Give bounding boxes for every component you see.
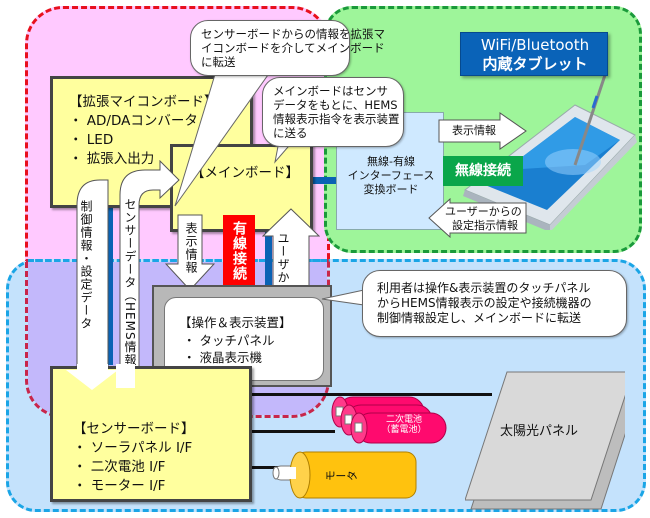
solar-panel-label: 太陽光パネル <box>500 424 579 439</box>
expansion-board-item: ・ LED <box>69 132 114 148</box>
battery-label-line2: （蓄電池） <box>381 425 427 435</box>
callout-right-line: 制御情報設定し、メインボードに転送 <box>377 311 582 325</box>
battery-icon <box>331 396 447 444</box>
sensor-data-arrow <box>119 160 180 389</box>
tablet-title: WiFi/Bluetooth 内蔵タブレット <box>460 32 608 76</box>
user-settings-left-label: 設定指示情報 <box>452 219 518 232</box>
callout-middle-line: メインボードはセンサ <box>273 84 388 98</box>
battery-label: 二次電池 （蓄電池） <box>374 415 434 435</box>
callout-middle-line: に送る <box>273 126 308 140</box>
wire-solar <box>250 393 492 396</box>
arrowheads-overlay <box>66 364 135 390</box>
motor-label: モータ <box>324 469 358 483</box>
main-board-title: 【メインボード】 <box>191 165 299 181</box>
callout-top-line: に転送 <box>201 55 236 69</box>
callout-middle-line: 情報表示指令を表示装置 <box>273 112 400 126</box>
interface-board-line: インターフェース <box>347 169 435 182</box>
callout-right: 利用者は操作&表示装置のタッチパネル からHEMS情報表示の設定や接続機器の 制… <box>362 270 627 337</box>
interface-board-line: 変換ボード <box>363 183 419 196</box>
callout-right-line: 利用者は操作&表示装置のタッチパネル <box>377 281 591 295</box>
sensor-board-title: 【センサーボード】 <box>73 421 195 437</box>
motor-icon <box>272 451 417 499</box>
sensor-data-label: センサーデータ（HEMS情報） <box>123 198 137 380</box>
tablet-title-line1: WiFi/Bluetooth <box>480 36 590 54</box>
display-info-down-label: 表示情報 <box>184 222 198 274</box>
callout-top-line: センサーボードからの情報を拡張マ <box>201 27 385 41</box>
tablet-title-line2: 内蔵タブレット <box>482 55 588 73</box>
callout-right-line: からHEMS情報表示の設定や接続機器の <box>377 296 592 310</box>
wire-control <box>106 205 113 365</box>
wire-battery <box>250 430 335 433</box>
wire-display <box>265 232 272 287</box>
display-info-down-arrow <box>165 214 215 291</box>
wire-motor <box>250 466 290 469</box>
interface-board-line: 無線-有線 <box>367 155 415 168</box>
wired-badge: 有線接続 <box>223 215 255 285</box>
wire-interface <box>310 177 342 184</box>
sensor-board-item: ・ ソーラパネル I/F <box>73 440 193 456</box>
expansion-board-title: 【拡張マイコンボード】 <box>69 94 218 110</box>
display-info-right-label: 表示情報 <box>452 124 496 137</box>
sensor-board-item: ・ モーター I/F <box>73 478 166 494</box>
callout-middle-line: データをもとに、HEMS <box>273 98 398 112</box>
sensor-board-item: ・ 二次電池 I/F <box>73 459 166 475</box>
solar-panel-icon <box>465 371 625 510</box>
expansion-board-item: ・ 拡張入出力 <box>69 151 155 167</box>
display-unit-item: ・ タッチパネル <box>183 333 275 348</box>
display-info-right-arrow <box>438 112 527 150</box>
wireless-badge: 無線接続 <box>443 156 523 186</box>
display-unit-item: ・ 液晶表示機 <box>183 350 262 365</box>
callout-top-line: イコンボードを介してメインボード <box>201 41 385 55</box>
sensor-board: 【センサーボード】 ・ ソーラパネル I/F ・ 二次電池 I/F ・ モーター… <box>50 366 252 502</box>
display-unit-title: 【操作＆表示装置】 <box>179 315 292 330</box>
callout-middle: メインボードはセンサ データをもとに、HEMS 情報表示指令を表示装置 に送る <box>262 77 404 147</box>
callout-top: センサーボードからの情報を拡張マ イコンボードを介してメインボード に転送 <box>190 20 385 76</box>
wired-badge-label: 有線接続 <box>231 221 247 281</box>
expansion-board-item: ・ AD/DAコンバータ <box>69 113 198 129</box>
battery-label-line1: 二次電池 <box>385 415 422 425</box>
user-settings-left-arrow <box>428 198 527 238</box>
user-settings-left-label: ユーザーからの <box>445 205 522 218</box>
control-data-label: 制御情報・設定データ <box>79 200 93 330</box>
